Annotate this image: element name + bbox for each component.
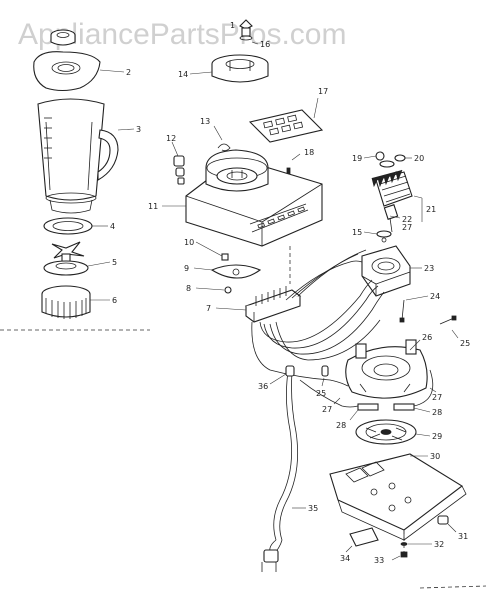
part-21-armature[interactable]: [371, 169, 413, 233]
part-12-switch-knob[interactable]: [173, 155, 185, 185]
callout-8: 8: [186, 284, 191, 293]
callout-24: 24: [430, 292, 440, 301]
callout-9: 9: [184, 264, 189, 273]
part-35-power-cord-plug[interactable]: [261, 549, 279, 572]
part-15-drive-coupling[interactable]: [239, 19, 253, 41]
part-31-rubber-foot[interactable]: [437, 515, 449, 525]
callout-26: 26: [422, 333, 432, 342]
part-2-jar-lid[interactable]: [33, 51, 101, 92]
part-9-mounting-bracket[interactable]: [210, 264, 262, 279]
bottom-right-divider-line: [419, 585, 486, 589]
callout-25b: 25: [460, 339, 470, 348]
part-13-spring-clip[interactable]: [217, 143, 231, 152]
callout-1: 1: [230, 21, 235, 30]
callout-7: 7: [206, 304, 211, 313]
part-20-bearing[interactable]: [394, 154, 406, 162]
part-36-strain-relief[interactable]: [285, 365, 295, 377]
callout-22: 22: [402, 215, 412, 224]
callout-3: 3: [136, 125, 141, 134]
callout-27c: 27: [432, 393, 442, 402]
part-14-jar-pad[interactable]: [211, 54, 269, 83]
callout-36: 36: [258, 382, 268, 391]
callout-34: 34: [340, 554, 350, 563]
callout-28b: 28: [432, 408, 442, 417]
part-34-rating-label[interactable]: [349, 527, 379, 547]
callout-21: 21: [426, 205, 436, 214]
callout-27a: 27: [402, 223, 412, 232]
callout-18: 18: [304, 148, 314, 157]
callout-13: 13: [200, 117, 210, 126]
part-33-screw[interactable]: [400, 551, 408, 558]
part-6-jar-base-ring[interactable]: [41, 285, 91, 319]
part-25-screw-right[interactable]: [439, 315, 457, 325]
callout-10: 10: [184, 238, 194, 247]
part-10-screw[interactable]: [221, 253, 229, 261]
part-17-control-panel-overlay[interactable]: [248, 109, 324, 143]
callout-12: 12: [166, 134, 176, 143]
callout-29: 29: [432, 432, 442, 441]
callout-33: 33: [374, 556, 384, 565]
part-23-motor-field[interactable]: [361, 245, 411, 297]
callout-20: 20: [414, 154, 424, 163]
callout-5: 5: [112, 258, 117, 267]
part-11-motor-housing[interactable]: [185, 149, 323, 247]
part-25-spacer-left[interactable]: [321, 365, 329, 377]
part-4-sealing-ring[interactable]: [43, 217, 93, 235]
part-19-bearing-washer[interactable]: [375, 151, 395, 168]
callout-2: 2: [126, 68, 131, 77]
part-30-base-plate[interactable]: [329, 453, 467, 541]
callout-28a: 28: [336, 421, 346, 430]
part-29-cooling-fan[interactable]: [355, 419, 417, 445]
callout-14: 14: [178, 70, 188, 79]
part-28-brush-right[interactable]: [393, 403, 415, 411]
callout-35: 35: [308, 504, 318, 513]
callout-32: 32: [434, 540, 444, 549]
callout-27b: 27: [322, 405, 332, 414]
part-7-switch-terminal-block[interactable]: [244, 286, 302, 323]
callout-31: 31: [458, 532, 468, 541]
callout-19: 19: [352, 154, 362, 163]
wiring-harness: [251, 249, 434, 557]
callout-16: 16: [260, 40, 270, 49]
part-5-blade-assembly[interactable]: [43, 241, 89, 276]
callout-17: 17: [318, 87, 328, 96]
part-15-washer[interactable]: [376, 230, 392, 243]
callout-6: 6: [112, 296, 117, 305]
part-28-brush-left[interactable]: [357, 403, 379, 411]
callout-4: 4: [110, 222, 115, 231]
part-26-motor-mount[interactable]: [345, 339, 428, 399]
part-1-filler-cap[interactable]: [50, 29, 76, 46]
part-24-screw[interactable]: [399, 299, 405, 323]
callout-23: 23: [424, 264, 434, 273]
callout-11: 11: [148, 202, 158, 211]
part-8-nut[interactable]: [224, 286, 232, 294]
callout-15: 15: [352, 228, 362, 237]
callout-25a: 25: [316, 389, 326, 398]
callout-30: 30: [430, 452, 440, 461]
part-3-glass-jar[interactable]: [37, 98, 119, 214]
